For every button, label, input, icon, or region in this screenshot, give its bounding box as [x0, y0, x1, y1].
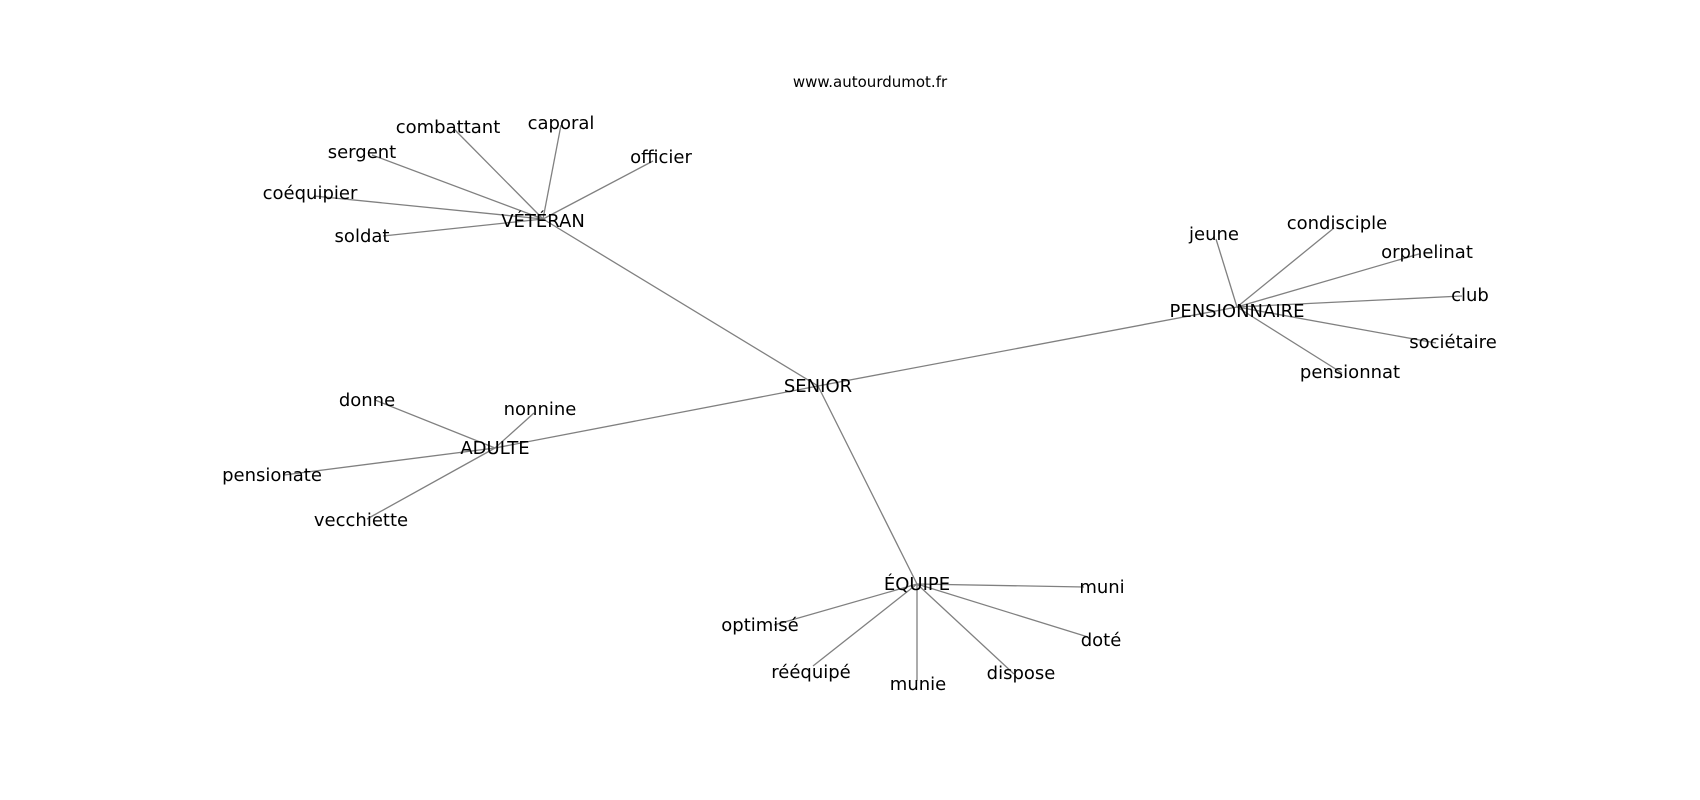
node-hub-adulte[interactable]: ADULTE	[460, 438, 529, 459]
node-leaf-muni[interactable]: muni	[1079, 577, 1124, 598]
edge-pensionnaire-condisciple	[1236, 227, 1335, 308]
node-leaf-pensionnat[interactable]: pensionnat	[1300, 362, 1400, 383]
edge-equipe-dote	[916, 583, 1089, 638]
edge-pensionnaire-societaire	[1236, 306, 1437, 344]
edge-equipe-reequipe	[812, 583, 918, 667]
node-leaf-donne[interactable]: donne	[339, 390, 395, 411]
node-leaf-jeune[interactable]: jeune	[1188, 224, 1239, 245]
edge-veteran-sergent	[371, 154, 544, 220]
node-leaf-soldat[interactable]: soldat	[335, 226, 390, 247]
node-leaf-vecchiette[interactable]: vecchiette	[314, 510, 408, 531]
node-leaf-sergent[interactable]: sergent	[328, 142, 397, 163]
node-leaf-munie[interactable]: munie	[890, 674, 946, 695]
edge-senior-veteran	[542, 218, 819, 387]
edge-pensionnaire-orphelinat	[1236, 253, 1420, 308]
edge-equipe-dispose	[916, 583, 1015, 675]
graph-nodes: SENIOR VÉTÉRAN combattant caporal officier se…	[222, 113, 1497, 695]
edge-senior-pensionnaire	[817, 306, 1238, 387]
node-leaf-orphelinat[interactable]: orphelinat	[1381, 242, 1473, 263]
node-leaf-optimise[interactable]: optimisé	[721, 615, 798, 636]
node-leaf-officier[interactable]: officier	[630, 147, 692, 168]
node-hub-veteran[interactable]: VÉTÉRAN	[501, 210, 585, 232]
edge-pensionnaire-club	[1236, 295, 1463, 308]
node-leaf-societaire[interactable]: sociétaire	[1409, 332, 1497, 353]
edge-senior-equipe	[817, 385, 918, 585]
edge-veteran-coequipier	[313, 195, 544, 220]
node-leaf-club[interactable]: club	[1451, 285, 1489, 306]
edge-equipe-optimise	[773, 583, 918, 626]
node-leaf-caporal[interactable]: caporal	[528, 113, 595, 134]
node-leaf-pensionate[interactable]: pensionate	[222, 465, 322, 486]
node-hub-equipe[interactable]: ÉQUIPE	[884, 573, 950, 595]
node-leaf-dispose[interactable]: dispose	[987, 663, 1056, 684]
graph-edges	[283, 124, 1463, 681]
edge-adulte-nonnine	[494, 412, 535, 449]
edge-adulte-donne	[374, 399, 496, 449]
edge-adulte-pensionate	[283, 447, 496, 476]
source-url: www.autourdumot.fr	[793, 73, 948, 91]
edge-senior-adulte	[494, 385, 819, 449]
node-leaf-coequipier[interactable]: coéquipier	[263, 183, 358, 204]
node-leaf-nonnine[interactable]: nonnine	[504, 399, 577, 420]
node-leaf-reequipe[interactable]: rééquipé	[771, 662, 851, 683]
edge-veteran-caporal	[542, 124, 562, 220]
node-leaf-combattant[interactable]: combattant	[396, 117, 501, 138]
edge-veteran-soldat	[382, 218, 544, 237]
node-leaf-condisciple[interactable]: condisciple	[1287, 213, 1388, 234]
edge-pensionnaire-pensionnat	[1236, 306, 1343, 374]
edge-veteran-officier	[542, 160, 654, 220]
edge-equipe-muni	[916, 583, 1085, 588]
edge-adulte-vecchiette	[366, 447, 496, 520]
node-center-senior[interactable]: SENIOR	[784, 376, 852, 397]
node-hub-pensionnaire[interactable]: PENSIONNAIRE	[1169, 301, 1304, 322]
node-leaf-dote[interactable]: doté	[1081, 630, 1122, 651]
edge-veteran-combattant	[453, 128, 544, 220]
edge-pensionnaire-jeune	[1215, 238, 1238, 308]
